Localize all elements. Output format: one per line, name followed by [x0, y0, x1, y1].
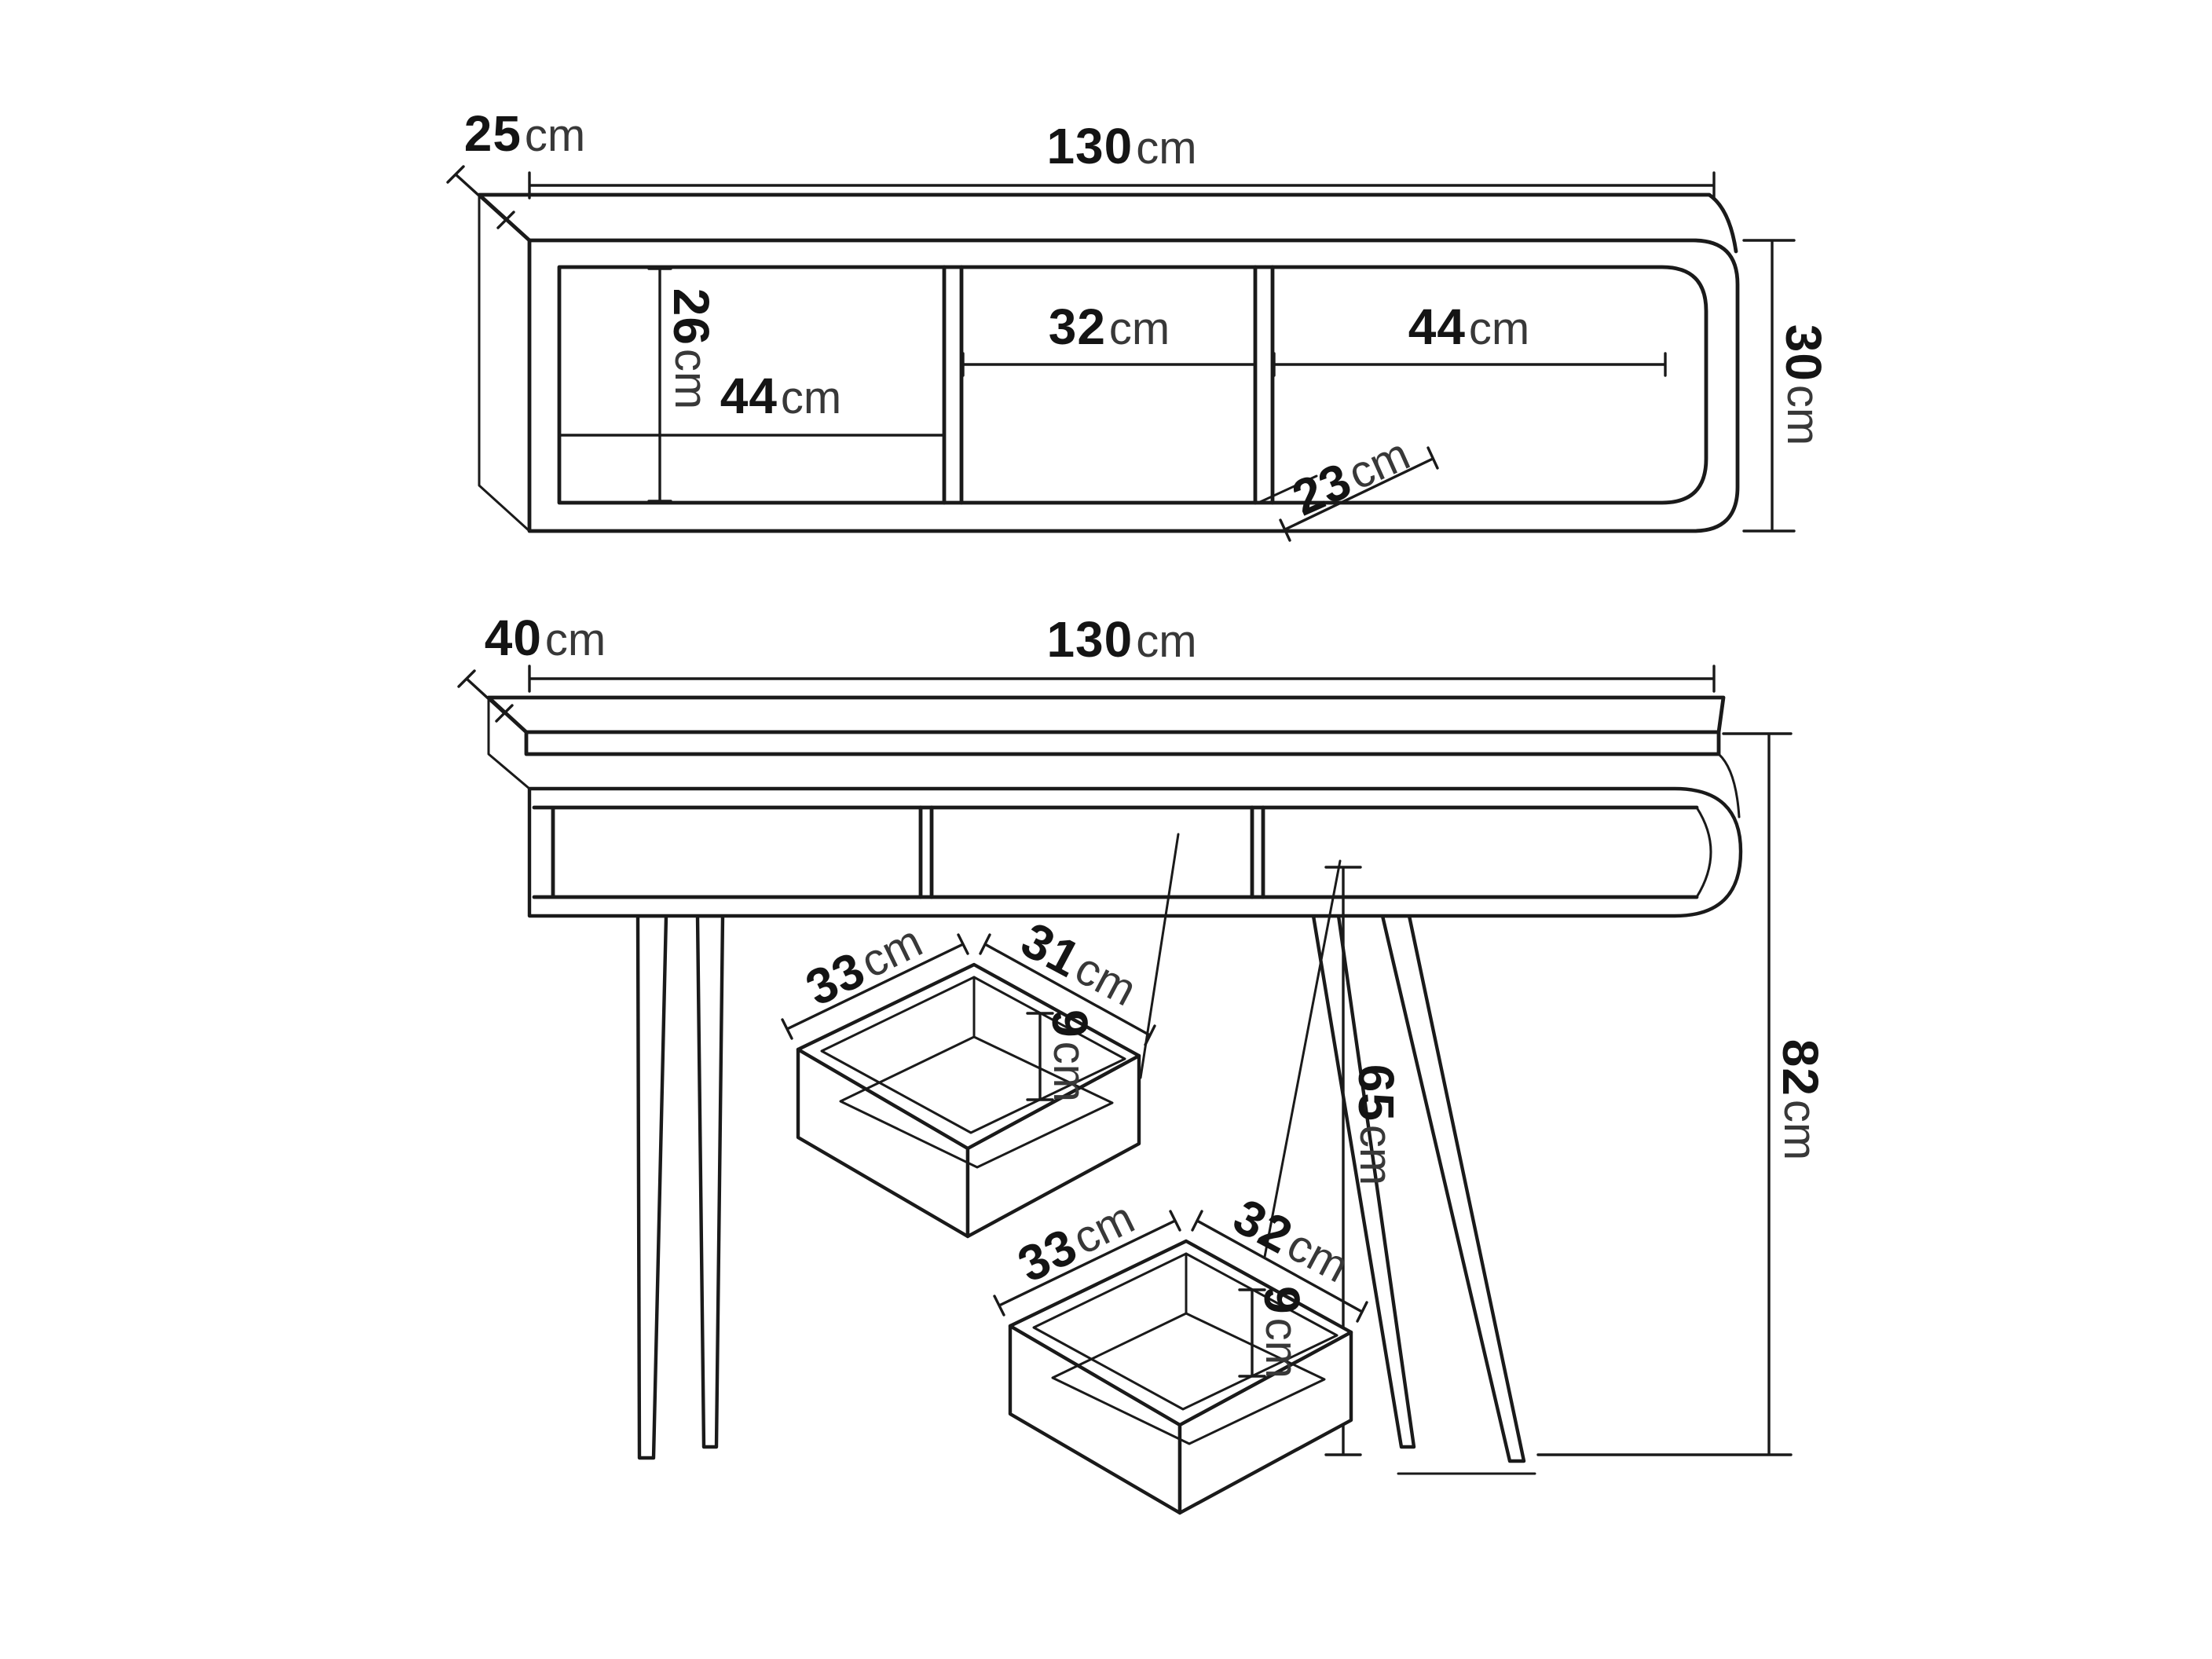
upper-drawer-height-dim-line [1026, 1012, 1054, 1101]
shelf-interior-depth-edge [1257, 474, 1318, 504]
shelf-middle-section-dim-line [961, 352, 1257, 377]
console-apron-inner [532, 805, 1699, 899]
shelf-front-face [527, 238, 1740, 533]
console-upstand [486, 695, 1726, 756]
lower-drawer-top-rim [1008, 1239, 1353, 1427]
lower-drawer-width-dim-line [1191, 1210, 1368, 1323]
console-apron [527, 786, 1743, 918]
console-leg-back-left [695, 914, 725, 1449]
console-height-label: 82cm [1772, 1039, 1829, 1161]
lower-drawer-height-dim-line [1238, 1288, 1266, 1378]
shelf-height-label: 30cm [1775, 324, 1832, 446]
lower-drawer-floor [1051, 1252, 1326, 1445]
upper-drawer-depth-dim-line [781, 933, 969, 1040]
shelf-interior-height-dim-line [647, 267, 672, 503]
shelf-depth-dim-line [446, 165, 515, 229]
shelf-height-dim-line [1742, 239, 1796, 533]
console-width-dim-line [528, 665, 1716, 693]
shelf-width-dim-line [528, 171, 1716, 200]
upper-drawer-leader-line [1139, 833, 1180, 1079]
console-top-right-edge [1717, 753, 1741, 819]
console-top-left-edge [487, 696, 531, 790]
lower-drawer-height-label: 9cm [1254, 1286, 1310, 1379]
console-table-drawing [486, 695, 1743, 1475]
console-height-dim-line [1536, 732, 1793, 1456]
shelf-interior-depth-dim-line [1279, 446, 1439, 542]
shelf-left-side-panel [478, 193, 531, 533]
shelf-interior-height-label: 26cm [663, 288, 720, 410]
lower-drawer-depth-dim-line [993, 1210, 1181, 1317]
shelf-right-section-dim-line [1273, 352, 1667, 377]
shelf-inner-frame [557, 265, 1708, 505]
upper-drawer-top-rim [796, 962, 1141, 1151]
upper-drawer-inner-rim [820, 976, 1126, 1134]
console-drawer-dividers [918, 805, 1265, 899]
upper-drawer-width-dim-line [979, 933, 1156, 1046]
shelf-interior-depth-label: 23cm [1284, 426, 1418, 527]
upper-drawer-drawing: 33cm 31cm 9cm [781, 911, 1156, 1239]
upper-drawer-floor [839, 976, 1114, 1169]
lower-drawer-inner-rim [1032, 1252, 1339, 1411]
shelf-top-face [477, 192, 1738, 254]
shelf-dividers [942, 265, 1275, 505]
lower-drawer-drawing: 33cm 32cm 9cm [993, 1188, 1368, 1515]
console-apron-right-arc [1695, 806, 1712, 899]
upper-drawer-height-label: 9cm [1042, 1009, 1098, 1102]
console-leg-front-left [635, 914, 668, 1460]
console-clearance-label: 65cm [1348, 1064, 1404, 1186]
shelf-left-section-dim-line [558, 423, 946, 448]
console-depth-dim-line [457, 669, 514, 723]
lower-drawer-leader-line [1263, 859, 1342, 1258]
wall-shelf-drawing [477, 192, 1740, 533]
